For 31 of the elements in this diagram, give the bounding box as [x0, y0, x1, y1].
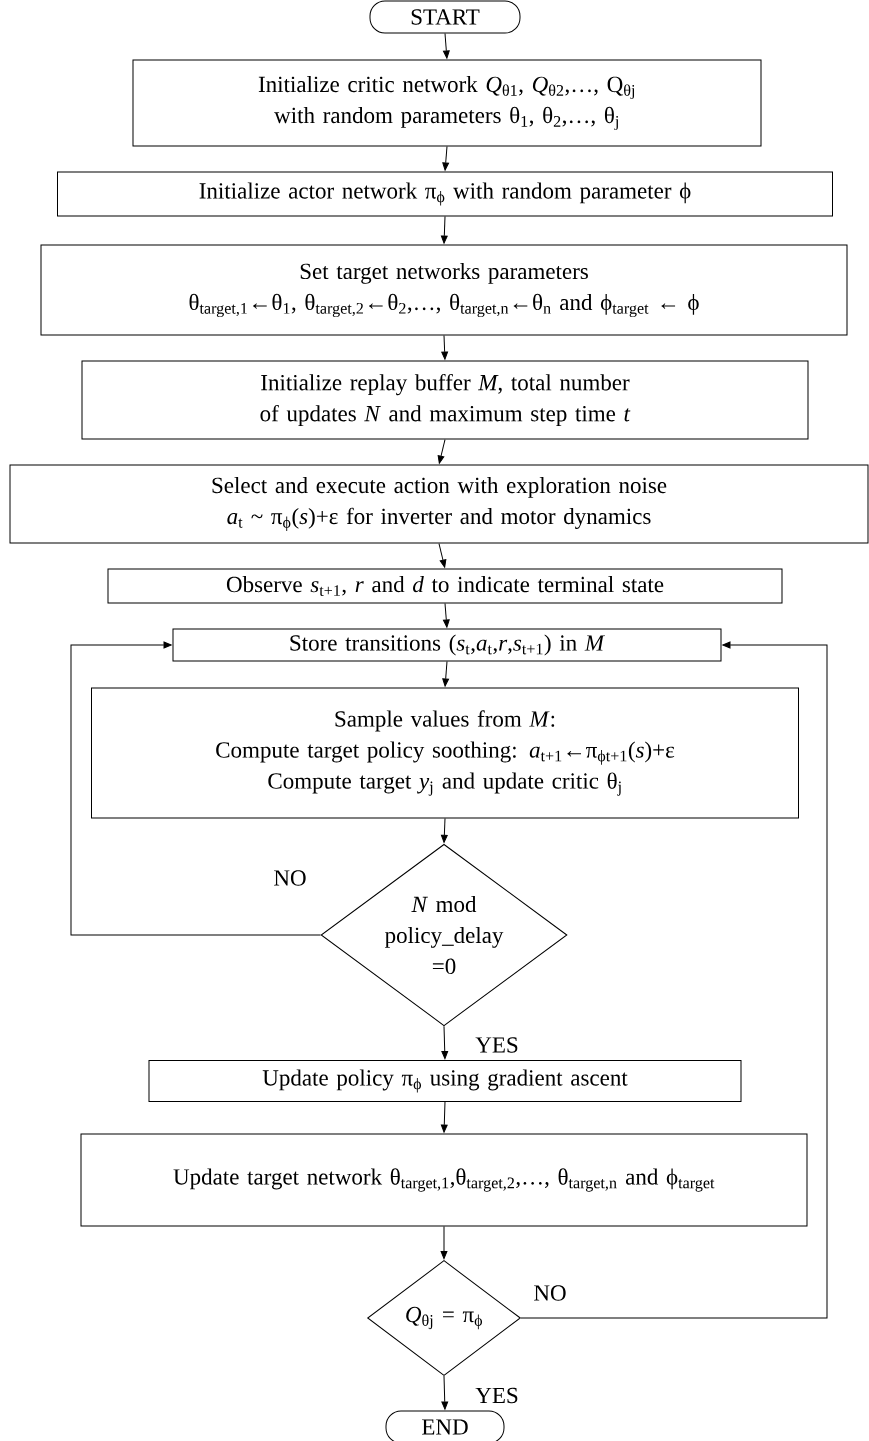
process-box: Update target network θ$_{target,1}$,θ$_{target,2}$,…, θ$_{target,n}$ and ϕ$_{target}$ [80, 1133, 808, 1227]
process-box: Set target networks parameters θ$_{target,1}$←θ$_{1}$, θ$_{target,2}$←θ$_{2}$,…, θ$_{target,n}$←θ$_{n}$ and ϕ$_{target}$ ← ϕ [40, 244, 848, 336]
process-box: Update policy π$_{ϕ}$ using gradient ascent [148, 1060, 742, 1102]
edge-label: YES [474, 1036, 520, 1054]
arrow [440, 818, 448, 843]
process-box: Observe s$_{t+1}$, r and d to indicate terminal state [107, 568, 783, 604]
arrow [442, 603, 450, 628]
arrow [441, 1025, 449, 1060]
terminal-box: END [385, 1410, 505, 1441]
arrow [440, 216, 448, 244]
arrow [442, 661, 450, 687]
arrow [441, 1375, 449, 1410]
arrow [440, 1226, 448, 1260]
arrow [437, 439, 446, 464]
terminal-box: START [369, 0, 521, 34]
arrow [442, 146, 450, 171]
arrow [442, 33, 450, 59]
edge-label: YES [474, 1386, 520, 1405]
process-box: Initialize critic network Q$_{θ1}$, Q$_{θ2}$,…, Q$_{θj}$ with random parameters θ$_{1}$, θ$_{2}$,…, θ$_{j}$ [132, 59, 762, 147]
arrow [441, 335, 449, 360]
process-box: Sample values from M: Compute target policy soothing: a$_{t+1}$←π$_{ϕt+1}$(s)+ε Compute target y$_{j}$ and update critic θ$_{j}$ [91, 687, 799, 819]
process-box: Select and execute action with exploration noise a$_{t}$ ~ π$_{ϕ}$(s)+ε for inverter and motor dynamics [9, 464, 869, 544]
arrow [438, 543, 447, 568]
arrow [520, 641, 828, 1319]
edge-label: NO [532, 1284, 568, 1302]
process-box: Store transitions (s$_{t}$,a$_{t}$,r,s$_{t+1}$) in M [172, 628, 722, 662]
arrow [70, 641, 321, 936]
arrow [440, 1101, 448, 1133]
edge-label: NO [272, 869, 308, 887]
process-box: Initialize replay buffer M, total number of updates N and maximum step time t [81, 360, 809, 440]
process-box: Initialize actor network π$_{ϕ}$ with random parameter ϕ [57, 171, 833, 217]
